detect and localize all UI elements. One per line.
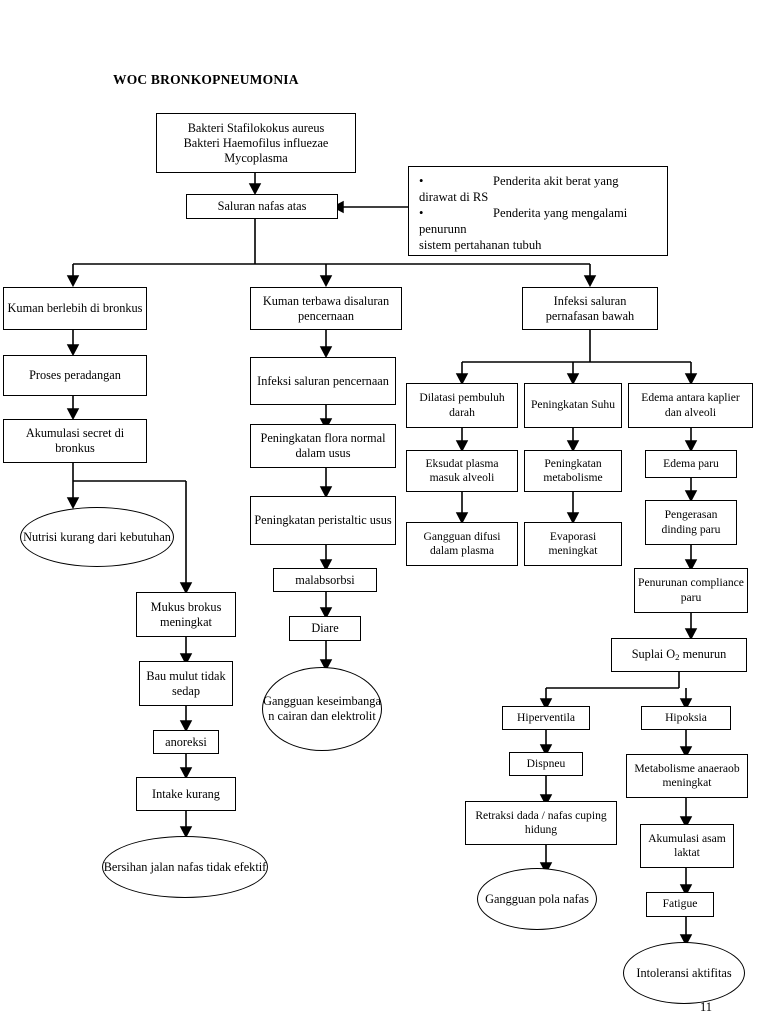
risk-bullet-2: • Penderita yang mengalami (419, 205, 659, 221)
risk-bullet-1-line2: dirawat di RS (419, 190, 489, 205)
node-edema-antara-kaplier: Edema antara kaplier dan alveoli (628, 383, 753, 428)
node-gangguan-pola-nafas: Gangguan pola nafas (477, 868, 597, 930)
node-fatigue: Fatigue (646, 892, 714, 917)
node-bersihan-jalan-nafas: Bersihan jalan nafas tidak efektif (102, 836, 268, 898)
bullet-dot-icon-2: • (419, 206, 424, 221)
node-kuman-terbawa-pencernaan: Kuman terbawa disaluran pencernaan (250, 287, 402, 330)
risk-bullet-2-line1: Penderita yang mengalami (493, 206, 628, 221)
node-penurunan-compliance-paru: Penurunan compliance paru (634, 568, 748, 613)
node-dilatasi-pembuluh-darah: Dilatasi pembuluh darah (406, 383, 518, 428)
page-number: 11 (700, 1000, 713, 1014)
node-pengerasan-dinding-paru: Pengerasan dinding paru (645, 500, 737, 545)
risk-bullet-1-line1: Penderita akit berat yang (493, 174, 619, 188)
node-hipoksia: Hipoksia (641, 706, 731, 730)
node-bau-mulut-tidak-sedap: Bau mulut tidak sedap (139, 661, 233, 706)
node-peningkatan-flora: Peningkatan flora normal dalam usus (250, 424, 396, 468)
page-title: WOC BRONKOPNEUMONIA (113, 72, 299, 87)
node-proses-peradangan: Proses peradangan (3, 355, 147, 396)
node-bakteri: Bakteri Stafilokokus aureus Bakteri Haem… (156, 113, 356, 173)
risk-bullet-1: • Penderita akit berat yang (419, 173, 659, 189)
suplai-o2-suffix: menurun (679, 647, 727, 661)
node-eksudat-plasma: Eksudat plasma masuk alveoli (406, 450, 518, 492)
node-infeksi-saluran-pernafasan-bawah: Infeksi saluran pernafasan bawah (522, 287, 658, 330)
risk-bullet-2-line2: penurunn (419, 222, 467, 237)
node-peningkatan-peristaltic: Peningkatan peristaltic usus (250, 496, 396, 545)
node-hiperventila: Hiperventila (502, 706, 590, 730)
node-dispneu: Dispneu (509, 752, 583, 776)
node-mukus-brokus-meningkat: Mukus brokus meningkat (136, 592, 236, 637)
node-kuman-berlebih-bronkus: Kuman berlebih di bronkus (3, 287, 147, 330)
node-evaporasi-meningkat: Evaporasi meningkat (524, 522, 622, 566)
node-malabsorbsi: malabsorbsi (273, 568, 377, 592)
node-intoleransi-aktifitas: Intoleransi aktifitas (623, 942, 745, 1004)
node-gangguan-keseimbangan: Gangguan keseimbanga n cairan dan elektr… (262, 667, 382, 751)
node-suplai-o2-menurun: Suplai O2 menurun (611, 638, 747, 672)
node-retraksi-dada: Retraksi dada / nafas cuping hidung (465, 801, 617, 845)
node-peningkatan-metabolisme: Peningkatan metabolisme (524, 450, 622, 492)
node-nutrisi-kurang: Nutrisi kurang dari kebutuhan (20, 507, 174, 567)
node-infeksi-saluran-pencernaan: Infeksi saluran pencernaan (250, 357, 396, 405)
node-metabolisme-anaerob: Metabolisme anaeraob meningkat (626, 754, 748, 798)
bullet-dot-icon: • (419, 174, 424, 188)
node-akumulasi-asam-laktat: Akumulasi asam laktat (640, 824, 734, 868)
node-diare: Diare (289, 616, 361, 641)
node-akumulasi-secret-bronkus: Akumulasi secret di bronkus (3, 419, 147, 463)
suplai-o2-subscript: 2 (675, 652, 680, 663)
node-peningkatan-suhu: Peningkatan Suhu (524, 383, 622, 428)
node-intake-kurang: Intake kurang (136, 777, 236, 811)
suplai-o2-label: Suplai O2 menurun (632, 647, 727, 663)
risk-bullet-2-line3: sistem pertahanan tubuh (419, 238, 542, 253)
node-gangguan-difusi: Gangguan difusi dalam plasma (406, 522, 518, 566)
node-risk-factors-box: • Penderita akit berat yang dirawat di RS… (408, 166, 668, 256)
node-anoreksi: anoreksi (153, 730, 219, 754)
suplai-o2-prefix: Suplai O (631, 647, 676, 661)
node-edema-paru: Edema paru (645, 450, 737, 478)
node-saluran-nafas-atas: Saluran nafas atas (186, 194, 338, 219)
